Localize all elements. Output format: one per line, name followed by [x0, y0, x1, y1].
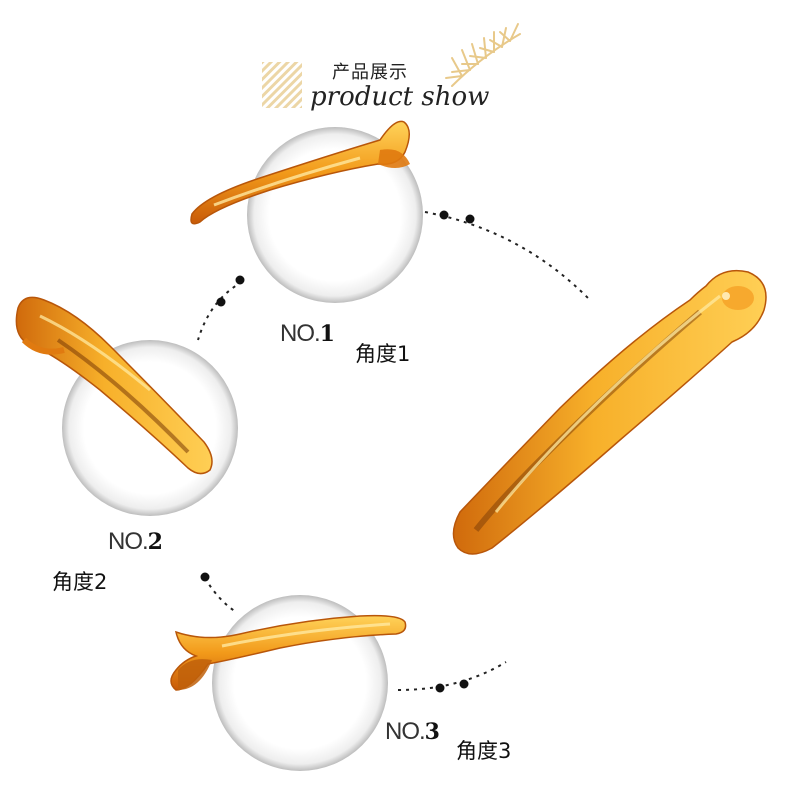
hair-clip-angle-2 — [15, 296, 213, 475]
angle-label-1: 角度1 — [355, 342, 411, 366]
item-number-3: NO.3 — [385, 718, 440, 745]
connector-arc-2 — [197, 275, 245, 341]
connector-arc-3 — [200, 572, 237, 613]
palm-leaf-decoration — [445, 23, 521, 87]
diagonal-stripes-decoration — [262, 62, 302, 108]
heading-title-en: product show — [310, 82, 490, 112]
angle-label-2: 角度2 — [52, 570, 108, 594]
item-number-1: NO.1 — [280, 320, 335, 347]
connector-arc-1 — [424, 210, 589, 299]
hair-clip-angle-3 — [170, 614, 407, 691]
hair-clip-angle-1 — [190, 120, 410, 225]
hair-clip-large — [452, 269, 767, 555]
heading-title-cn: 产品展示 — [332, 62, 408, 83]
connector-arc-4 — [397, 661, 507, 693]
item-number-2: NO.2 — [108, 528, 163, 555]
angle-label-3: 角度3 — [456, 739, 512, 763]
